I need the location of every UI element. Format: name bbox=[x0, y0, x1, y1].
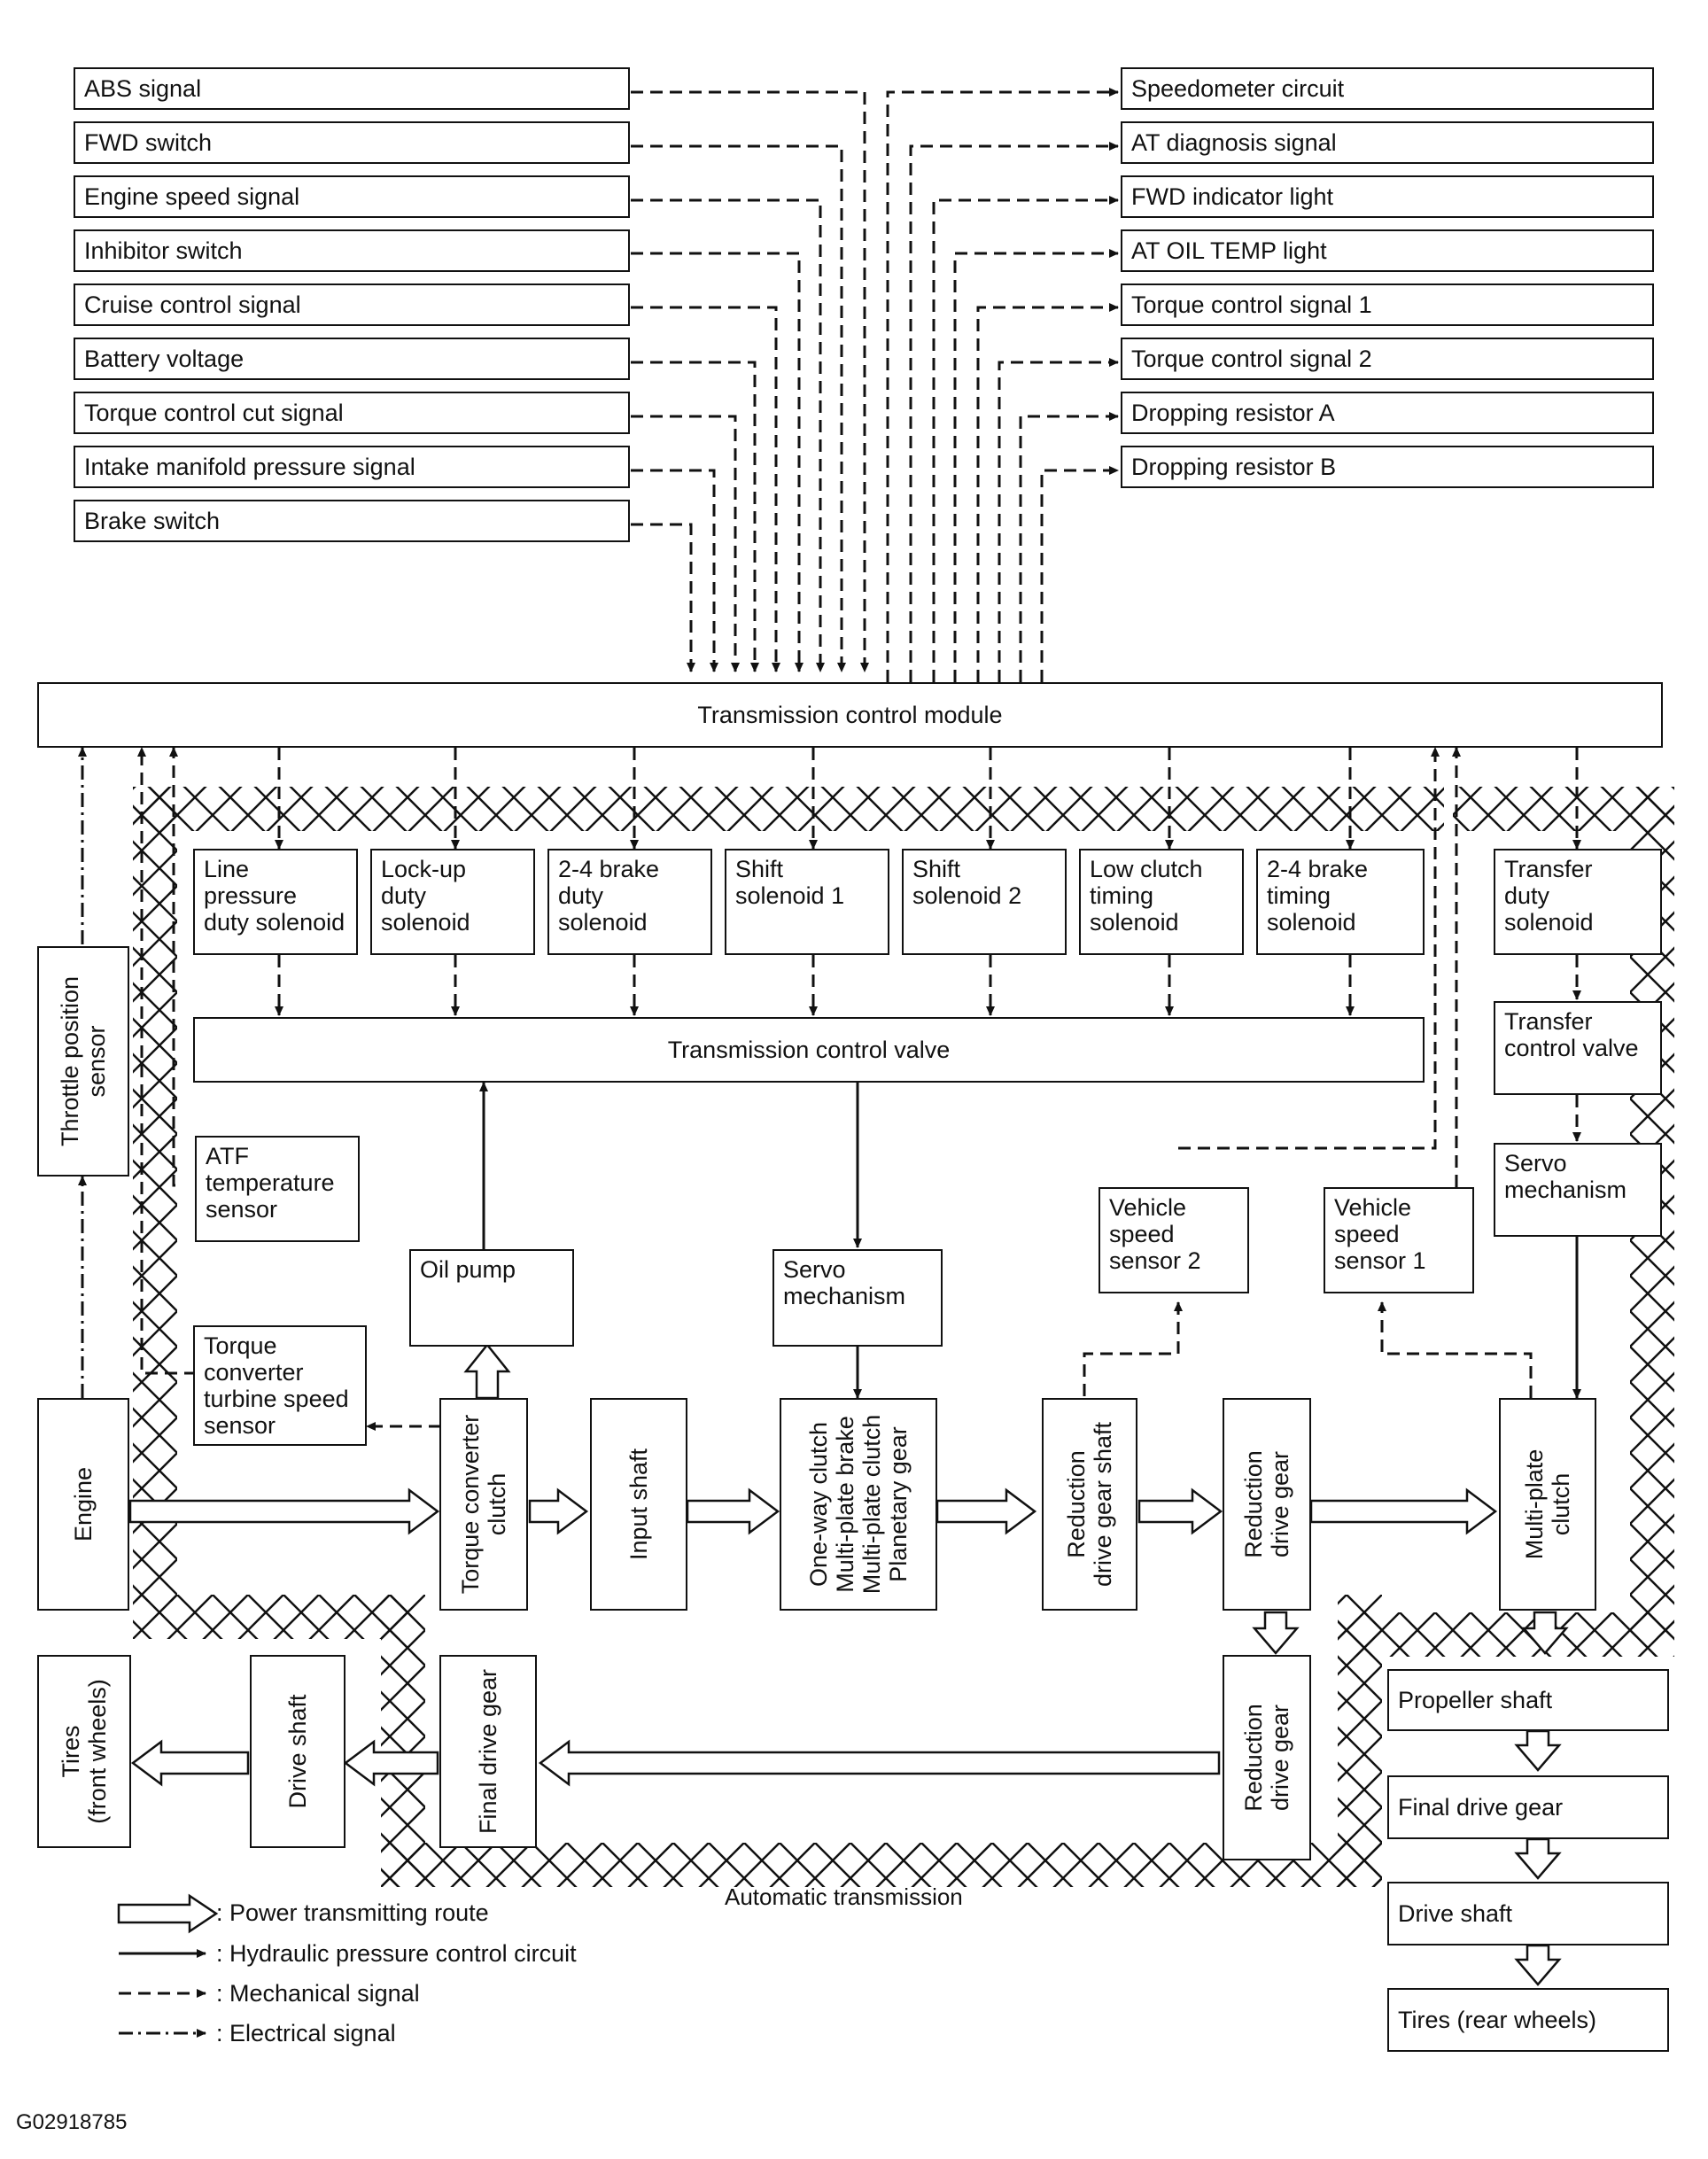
sensor-to-tcm-lines bbox=[137, 747, 1533, 1513]
power-route-arrows bbox=[128, 1342, 1569, 1986]
transmission-control-valve: Transmission control valve bbox=[193, 1017, 1425, 1083]
legend-hydraulic-label: : Hydraulic pressure control circuit bbox=[216, 1940, 577, 1967]
torque-converter-clutch: Torque converter clutch bbox=[439, 1398, 528, 1611]
oil-pump: Oil pump bbox=[409, 1249, 574, 1347]
solenoid-shift-2: Shift solenoid 2 bbox=[902, 849, 1067, 955]
planetary-gear-set: One-way clutch Multi-plate brake Multi-p… bbox=[780, 1398, 937, 1611]
solenoid-lock-up-duty: Lock-up duty solenoid bbox=[370, 849, 535, 955]
input-fwd-switch: FWD switch bbox=[74, 121, 630, 164]
output-signal-lines bbox=[886, 88, 1119, 682]
input-engine-speed-signal: Engine speed signal bbox=[74, 175, 630, 218]
vehicle-speed-sensor-1: Vehicle speed sensor 1 bbox=[1324, 1187, 1474, 1293]
input-brake-switch: Brake switch bbox=[74, 500, 630, 542]
torque-converter-turbine-speed-sensor: Torque converter turbine speed sensor bbox=[193, 1325, 367, 1446]
tcm-to-solenoid-lines bbox=[275, 748, 1581, 850]
reduction-drive-gear: Reduction drive gear bbox=[1223, 1398, 1311, 1611]
input-cruise-control-signal: Cruise control signal bbox=[74, 283, 630, 326]
solenoid-2-4-brake-duty: 2-4 brake duty solenoid bbox=[547, 849, 712, 955]
output-torque-control-signal-2: Torque control signal 2 bbox=[1121, 338, 1654, 380]
output-torque-control-signal-1: Torque control signal 1 bbox=[1121, 283, 1654, 326]
input-shaft: Input shaft bbox=[590, 1398, 687, 1611]
input-torque-control-cut-signal: Torque control cut signal bbox=[74, 392, 630, 434]
tires-front-wheels: Tires (front wheels) bbox=[37, 1655, 131, 1848]
drive-shaft-rear: Drive shaft bbox=[1387, 1882, 1669, 1945]
output-speedometer-circuit: Speedometer circuit bbox=[1121, 67, 1654, 110]
final-drive-gear-front: Final drive gear bbox=[439, 1655, 537, 1848]
input-signal-lines bbox=[631, 90, 869, 672]
output-dropping-resistor-b: Dropping resistor B bbox=[1121, 446, 1654, 488]
propeller-shaft: Propeller shaft bbox=[1387, 1669, 1669, 1731]
legend-electrical-label: : Electrical signal bbox=[216, 2020, 396, 2046]
tires-rear-wheels: Tires (rear wheels) bbox=[1387, 1988, 1669, 2052]
final-drive-gear-rear: Final drive gear bbox=[1387, 1775, 1669, 1839]
solenoid-line-pressure-duty: Line pressure duty solenoid bbox=[193, 849, 358, 955]
reduction-drive-gear-lower: Reduction drive gear bbox=[1223, 1655, 1311, 1860]
transmission-control-module: Transmission control module bbox=[37, 682, 1663, 748]
solenoid-to-valve-lines bbox=[275, 955, 1581, 1142]
legend-symbols bbox=[117, 1893, 219, 2038]
vehicle-speed-sensor-2: Vehicle speed sensor 2 bbox=[1099, 1187, 1249, 1293]
transfer-duty-solenoid: Transfer duty solenoid bbox=[1494, 849, 1662, 955]
input-intake-manifold-pressure-signal: Intake manifold pressure signal bbox=[74, 446, 630, 488]
output-fwd-indicator-light: FWD indicator light bbox=[1121, 175, 1654, 218]
solenoid-shift-1: Shift solenoid 1 bbox=[725, 849, 889, 955]
input-abs-signal: ABS signal bbox=[74, 67, 630, 110]
transfer-control-valve: Transfer control valve bbox=[1494, 1001, 1662, 1095]
hydraulic-lines bbox=[479, 1082, 1581, 1399]
output-dropping-resistor-a: Dropping resistor A bbox=[1121, 392, 1654, 434]
figure-id: G02918785 bbox=[16, 2110, 128, 2134]
servo-mechanism: Servo mechanism bbox=[772, 1249, 943, 1347]
output-at-oil-temp-light: AT OIL TEMP light bbox=[1121, 229, 1654, 272]
legend-mechanical-label: : Mechanical signal bbox=[216, 1980, 420, 2007]
drive-shaft-front: Drive shaft bbox=[250, 1655, 345, 1848]
solenoid-low-clutch-timing: Low clutch timing solenoid bbox=[1079, 849, 1244, 955]
engine-block: Engine bbox=[37, 1398, 129, 1611]
automatic-transmission-label: Automatic transmission bbox=[725, 1883, 963, 1910]
atf-temperature-sensor: ATF temperature sensor bbox=[195, 1136, 360, 1242]
multi-plate-clutch: Multi-plate clutch bbox=[1499, 1398, 1596, 1611]
reduction-drive-gear-shaft: Reduction drive gear shaft bbox=[1042, 1398, 1137, 1611]
legend-power-label: : Power transmitting route bbox=[216, 1899, 489, 1926]
input-battery-voltage: Battery voltage bbox=[74, 338, 630, 380]
output-at-diagnosis-signal: AT diagnosis signal bbox=[1121, 121, 1654, 164]
legend-power-symbol bbox=[117, 1893, 219, 1934]
servo-mechanism-transfer: Servo mechanism bbox=[1494, 1143, 1662, 1237]
input-inhibitor-switch: Inhibitor switch bbox=[74, 229, 630, 272]
throttle-position-sensor: Throttle position sensor bbox=[37, 946, 129, 1177]
solenoid-2-4-brake-timing: 2-4 brake timing solenoid bbox=[1256, 849, 1425, 955]
